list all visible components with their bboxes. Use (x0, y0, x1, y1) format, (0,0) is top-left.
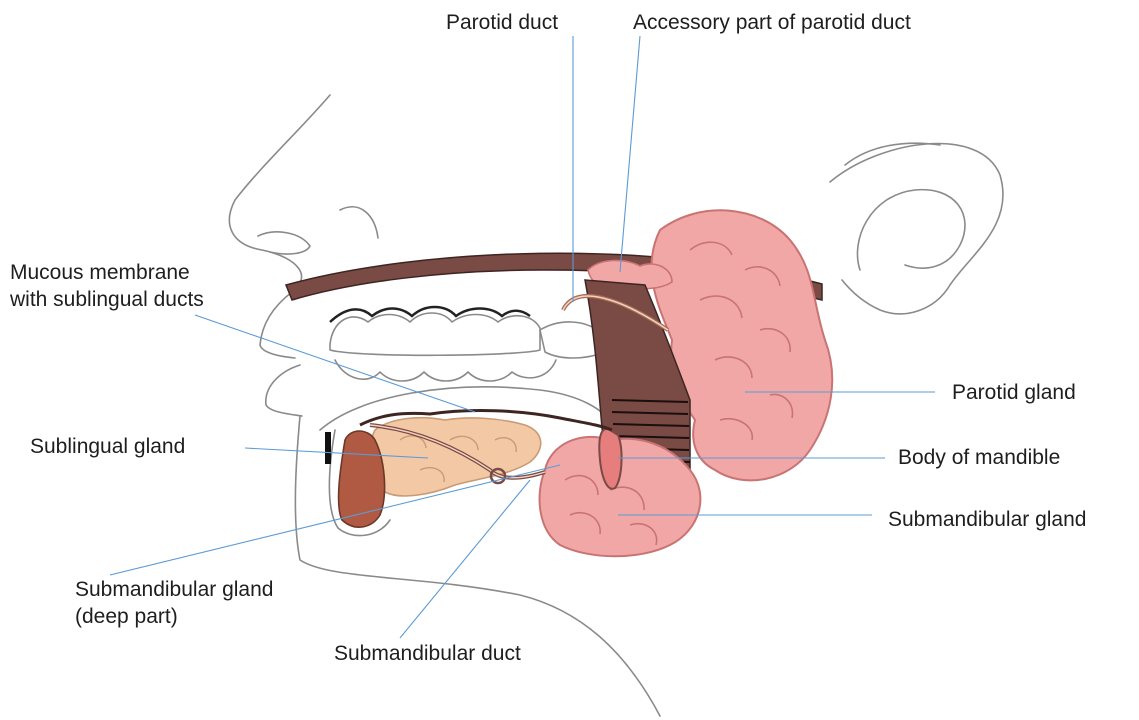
label-submandibular-deep-line1: Submandibular gland (75, 577, 273, 603)
label-mucous-membrane-line1: Mucous membrane (10, 260, 190, 286)
tongue-cross-section (339, 431, 385, 527)
label-submandibular-deep-line2: (deep part) (75, 604, 178, 630)
label-accessory-parotid-duct: Accessory part of parotid duct (633, 10, 911, 36)
label-submandibular-duct: Submandibular duct (334, 641, 521, 667)
label-body-of-mandible: Body of mandible (898, 445, 1060, 471)
teeth (330, 307, 605, 381)
ear-inner-outline (857, 190, 965, 270)
label-submandibular-gland: Submandibular gland (888, 507, 1086, 533)
face-profile-outline (229, 95, 330, 290)
lower-lip-outline (266, 365, 302, 416)
cheek-fold-outline (340, 207, 378, 238)
label-sublingual-gland: Sublingual gland (30, 434, 185, 460)
back-of-head-outline (845, 143, 940, 165)
label-parotid-duct: Parotid duct (446, 10, 558, 36)
incisor-mark (325, 432, 331, 464)
label-mucous-membrane-line2: with sublingual ducts (10, 287, 204, 313)
ear-outline (830, 144, 1003, 314)
label-parotid-gland: Parotid gland (952, 380, 1076, 406)
